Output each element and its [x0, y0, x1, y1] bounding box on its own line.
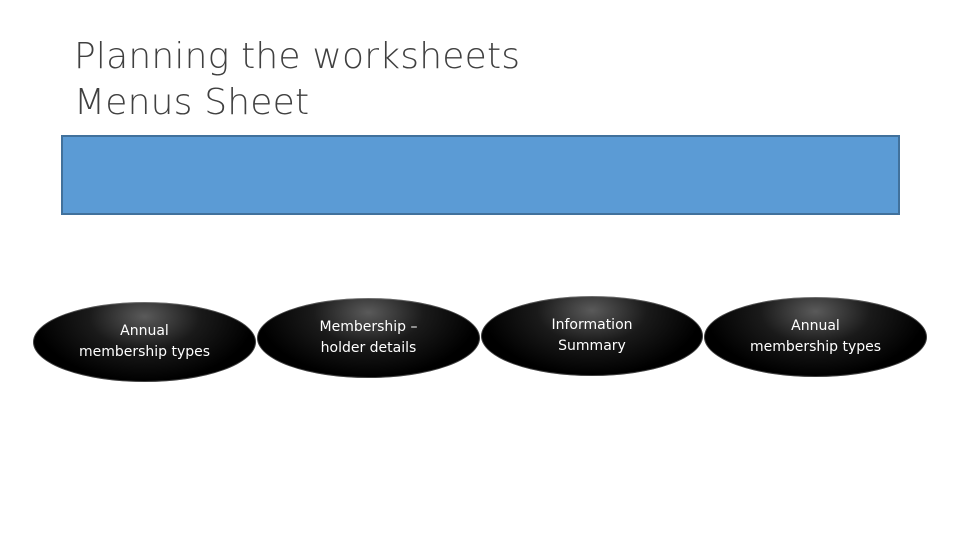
button-label: Annual membership types [749, 318, 882, 355]
slide-title-line-1: Planning the worksheets [74, 36, 521, 77]
menu-banner [61, 135, 900, 215]
annual-membership-types-button[interactable]: Annual membership types [33, 302, 256, 382]
annual-membership-types-button-2[interactable]: Annual membership types [704, 297, 927, 377]
button-label: Information Summary [551, 317, 633, 354]
membership-holder-details-button[interactable]: Membership – holder details [257, 298, 480, 378]
information-summary-button[interactable]: Information Summary [481, 296, 703, 376]
button-label: Annual membership types [78, 323, 211, 360]
button-label: Membership – holder details [319, 319, 418, 356]
slide-title: Planning the worksheets Menus Sheet [74, 34, 894, 126]
slide-title-line-2: Menus Sheet [74, 82, 310, 123]
